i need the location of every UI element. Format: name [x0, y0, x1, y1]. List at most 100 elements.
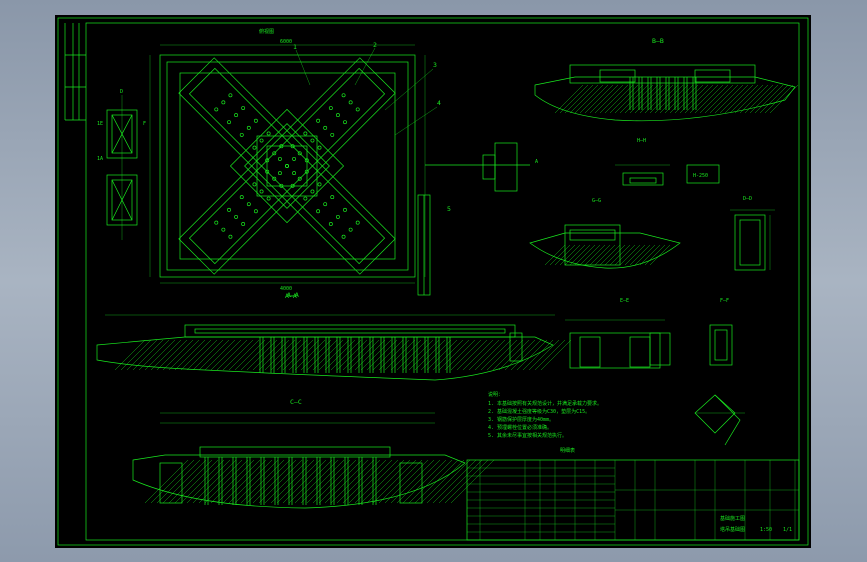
hatch-line	[629, 84, 659, 114]
anchor-bolt	[317, 145, 322, 150]
hatch-line	[162, 459, 207, 504]
hatch-line	[306, 459, 351, 504]
note-line-4: 4. 预埋螺栓位置必须准确。	[488, 424, 552, 431]
hatch-line	[599, 84, 629, 114]
hatch-line	[408, 459, 453, 504]
hatch-line	[282, 459, 327, 504]
anchor-bolt	[303, 196, 308, 201]
section-g-title: G—G	[592, 198, 601, 204]
hatch-line	[649, 84, 679, 114]
hatch-line	[486, 339, 518, 371]
anchor-bolt	[266, 131, 271, 136]
hatch-line	[216, 339, 248, 371]
hatch-line	[282, 339, 314, 371]
hatch-line	[579, 84, 609, 114]
hatch-line	[360, 459, 405, 504]
hatch-line	[492, 339, 524, 371]
svg-text:D: D	[120, 89, 123, 95]
anchor-bolt	[292, 156, 297, 161]
anchor-bolt	[343, 207, 347, 212]
hatch-line	[769, 84, 799, 114]
hatch-line	[534, 339, 566, 371]
hatch-line	[699, 84, 729, 114]
hatch-line	[390, 459, 435, 504]
hatch-line	[584, 244, 606, 266]
section-d: D—D	[730, 196, 775, 271]
anchor-bolt	[292, 171, 297, 176]
hatch-line	[198, 459, 243, 504]
anchor-bolt	[221, 227, 226, 232]
hatch-line	[474, 339, 506, 371]
callout-1: 1	[293, 43, 297, 51]
anchor-bolt	[241, 106, 246, 110]
hatch-line	[144, 339, 176, 371]
anchor-bolt	[252, 182, 257, 187]
anchor-bolt	[234, 214, 239, 219]
hatch-line	[729, 84, 759, 114]
hatch-line	[402, 459, 447, 504]
section-f: F—F	[649, 298, 745, 446]
hatch-line	[634, 244, 656, 266]
anchor-bolt	[328, 222, 333, 226]
hatch-line	[318, 459, 363, 504]
hatch-line	[714, 84, 744, 114]
left-detail-blocks: 1E 1A F D	[97, 89, 146, 240]
hatch-line	[372, 339, 404, 371]
hatch-line	[156, 459, 201, 504]
title-project: 基础施工图	[720, 515, 745, 522]
hatch-line	[456, 339, 488, 371]
hatch-line	[664, 84, 694, 114]
anchor-bolt	[246, 125, 251, 130]
hatch-line	[150, 339, 182, 371]
hatch-line	[138, 339, 170, 371]
anchor-bolt	[285, 164, 289, 168]
hatch-line	[734, 84, 764, 114]
anchor-bolt	[253, 118, 258, 123]
anchor-bolt	[265, 169, 270, 174]
cad-viewport[interactable]: 俯视图 6000 4000 A 1	[55, 15, 811, 548]
hatch-line	[342, 459, 387, 504]
title-drawing-name: 塔吊基础图	[720, 526, 745, 533]
hatch-line	[589, 244, 611, 266]
anchor-bolt	[335, 214, 340, 219]
section-h-title: H—H	[637, 138, 646, 144]
anchor-bolt	[290, 183, 295, 188]
hatch-line	[384, 459, 429, 504]
hatch-line	[599, 244, 621, 266]
hatch-line	[360, 339, 392, 371]
note-line-2: 2. 基础混凝土强度等级为C30，垫层为C15。	[488, 408, 590, 415]
hatch-line	[594, 84, 624, 114]
hatch-line	[569, 244, 591, 266]
anchor-bolt	[323, 202, 328, 207]
hatch-line	[604, 244, 626, 266]
section-b: B—B	[534, 37, 799, 122]
hatch-line	[619, 244, 641, 266]
hatch-line	[420, 459, 465, 504]
hatch-line	[679, 84, 709, 114]
hatch-line	[324, 459, 369, 504]
anchor-bolt	[304, 169, 309, 174]
note-line-3: 3. 钢筋保护层厚度为40mm。	[488, 416, 554, 423]
hatch-line	[408, 339, 440, 371]
hatch-line	[318, 339, 350, 371]
cad-drawing-sheet[interactable]: 俯视图 6000 4000 A 1	[55, 15, 811, 548]
hatch-line	[336, 339, 368, 371]
anchor-bolt	[330, 195, 335, 200]
anchor-bolt	[297, 151, 302, 156]
sheet-outer-border	[57, 17, 809, 546]
hatch-line	[186, 339, 218, 371]
svg-text:1E: 1E	[97, 121, 103, 127]
title-sheet: 1/1	[783, 527, 792, 533]
hatch-line	[264, 459, 309, 504]
table-title: 明细表	[560, 447, 575, 454]
anchor-bolt	[279, 144, 284, 149]
hatch-line	[120, 339, 152, 371]
section-h: H—H H-250	[615, 138, 720, 186]
hatch-line	[604, 84, 634, 114]
hatch-line	[559, 84, 589, 114]
hatch-line	[378, 339, 410, 371]
hatch-line	[300, 459, 345, 504]
section-a-title: A—A	[287, 291, 299, 299]
sheet-inner-border	[85, 22, 800, 541]
hatch-line	[234, 339, 266, 371]
